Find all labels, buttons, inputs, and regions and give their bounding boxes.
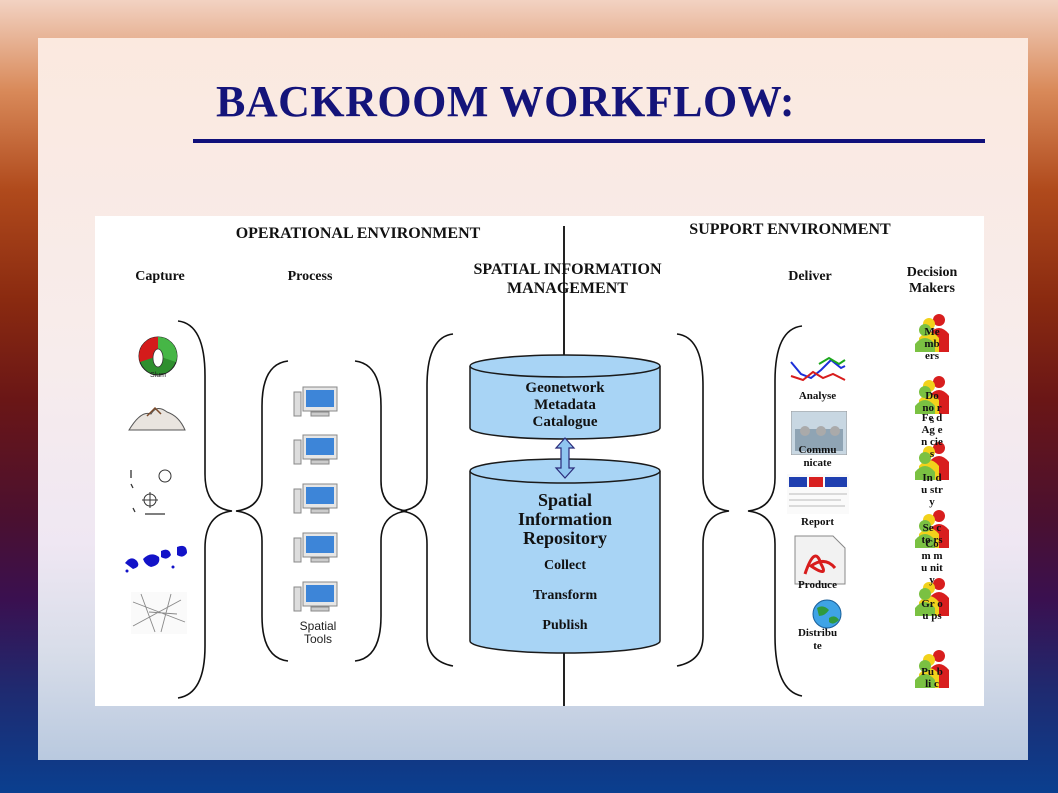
title-underline — [193, 139, 985, 143]
process-right-brace — [354, 360, 408, 662]
island-map-icon — [125, 545, 187, 573]
catalogue-line1: Geonetwork — [525, 380, 605, 396]
repository-line2: Information — [518, 509, 612, 529]
people-icon-6 — [915, 650, 949, 688]
repository-line1: Spatial — [537, 490, 593, 510]
operational-environment-heading: OPERATIONAL ENVIRONMENT — [235, 225, 481, 242]
decision-maker-fed-agencies: Fe d Ag en cie s — [921, 412, 943, 460]
computer-icon-5 — [293, 581, 338, 612]
computer-icon-4 — [293, 532, 338, 563]
street-map-icon — [131, 592, 187, 634]
computer-icon-2 — [293, 434, 338, 465]
globe-icon — [812, 599, 842, 629]
pdf-icon — [794, 535, 846, 585]
people-icon-5 — [915, 578, 949, 616]
deliver-communicate-line1: Commu — [798, 444, 837, 456]
process-left-brace — [235, 360, 289, 662]
slum-map-icon — [138, 336, 178, 376]
sim-heading-line2: MANAGEMENT — [507, 280, 628, 297]
decision-makers-heading-line1: Decision — [906, 265, 958, 280]
sync-arrow — [554, 437, 576, 479]
deliver-heading: Deliver — [788, 269, 832, 284]
catalogue-cylinder-top — [469, 354, 661, 378]
repository-step-transform: Transform — [532, 588, 598, 603]
decision-makers-heading-line2: Makers — [909, 281, 955, 296]
deliver-report: Report — [801, 516, 834, 528]
deliver-produce: Produce — [798, 579, 837, 591]
process-heading: Process — [287, 269, 333, 284]
computer-icon-1 — [293, 386, 338, 417]
braces-and-connectors — [177, 320, 803, 699]
deliver-communicate-line2: nicate — [803, 457, 832, 469]
people-icon-3 — [915, 442, 949, 480]
deliver-left-brace — [747, 325, 803, 697]
terrain-icon — [128, 406, 186, 431]
deliver-distribute-line1: Distribu — [797, 627, 838, 639]
computer-icon-3 — [293, 483, 338, 514]
analyse-chart-icon — [790, 356, 846, 382]
decision-maker-donors: Do no rs — [922, 390, 942, 426]
capture-brace — [177, 320, 233, 699]
sim-heading-line1: SPATIAL INFORMATION — [473, 261, 662, 278]
capture-heading: Capture — [135, 269, 185, 284]
catalogue-line3: Catalogue — [532, 414, 598, 430]
decision-maker-industry: In du str y — [921, 472, 943, 508]
people-icon-4 — [915, 510, 949, 548]
decision-maker-sectors: Se cto rs — [921, 522, 943, 546]
workflow-diagram: OPERATIONAL ENVIRONMENT SUPPORT ENVIRONM… — [95, 216, 984, 706]
deliver-analyse: Analyse — [798, 390, 837, 402]
decision-maker-members: Me mb ers — [924, 326, 940, 362]
slide: BACKROOM WORKFLOW: OPERATIONAL ENVIRONME… — [38, 38, 1028, 760]
deliver-distribute-line2: te — [813, 640, 822, 652]
report-cover-icon — [787, 474, 849, 514]
slide-title: BACKROOM WORKFLOW: — [216, 77, 795, 126]
spatial-tools-line2: Tools — [303, 632, 332, 646]
people-icon-2 — [915, 376, 949, 414]
catalogue-line2: Metadata — [534, 397, 596, 413]
repository-step-collect: Collect — [544, 558, 586, 573]
repository-cylinder — [469, 471, 661, 654]
compass-map-icon — [130, 469, 172, 515]
sim-left-brace — [400, 333, 454, 667]
decision-maker-community: Co m mu nit y — [921, 538, 943, 586]
decision-maker-public: Pu bli c — [921, 666, 943, 690]
slum-caption: Slum — [150, 372, 166, 379]
sim-right-brace — [676, 333, 730, 667]
repository-step-publish: Publish — [542, 618, 588, 633]
people-icon-1 — [915, 314, 949, 352]
spatial-tools-line1: Spatial — [299, 619, 337, 633]
communicate-photo-icon — [791, 411, 847, 455]
support-environment-heading: SUPPORT ENVIRONMENT — [689, 221, 891, 238]
decision-maker-groups: Gr ou ps — [921, 598, 943, 622]
repository-line3: Repository — [523, 528, 607, 548]
